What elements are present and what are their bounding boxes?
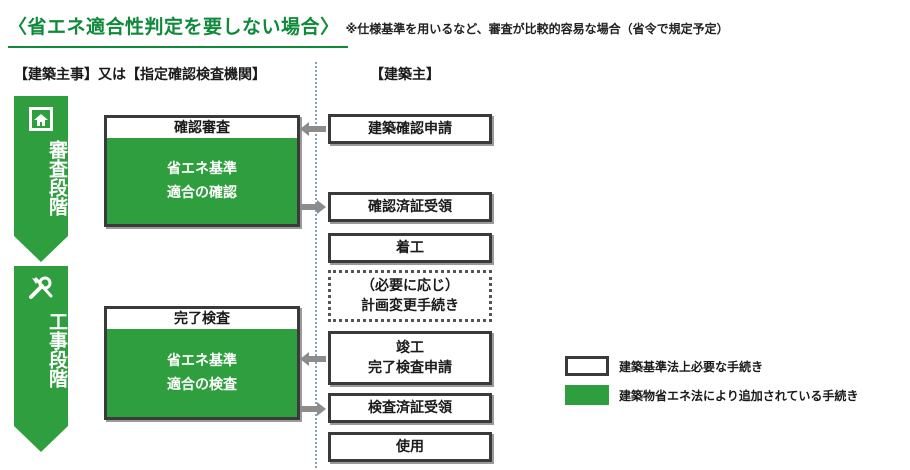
title-bracket-open: 〈: [8, 16, 28, 38]
step-plan-change-line1: （必要に応じ）: [361, 278, 459, 294]
step-apply-confirmation: 建築確認申請: [328, 114, 492, 144]
legend-energy-law: 建築物省エネ法により追加されている手続き: [565, 385, 858, 405]
arrow-review-to-certificate: [300, 200, 326, 214]
energy-standard-confirmation-line1: 省エネ基準: [167, 161, 237, 177]
diagram-title: 〈省エネ適合性判定を要しない場合〉 ※仕様基準を用いるなど、審査が比較的容易な場合…: [8, 12, 729, 39]
step-completion-line1: 竣工: [396, 340, 424, 356]
column-divider: [315, 62, 317, 468]
step-start-construction: 着工: [328, 233, 492, 263]
phase-review-label-text: 審査段階: [46, 140, 68, 216]
completion-inspection-box: 完了検査 省エネ基準 適合の検査: [104, 306, 300, 420]
confirmation-review-box: 確認審査 省エネ基準 適合の確認: [104, 115, 300, 227]
phase-construction-bar: [14, 266, 68, 426]
house-icon: [28, 106, 54, 132]
arrow-application-to-review: [300, 122, 326, 136]
arrow-completion-to-inspection: [300, 352, 326, 366]
phase-construction-arrow-tip: [14, 426, 68, 452]
energy-standard-inspection: 省エネ基準 適合の検査: [107, 329, 297, 417]
step-receive-certificate: 確認済証受領: [328, 192, 492, 222]
step-receive-inspection-text: 検査済証受領: [368, 400, 452, 416]
legend-building-standards: 建築基準法上必要な手続き: [565, 356, 763, 376]
step-use-text: 使用: [396, 439, 424, 455]
confirmation-review-head: 確認審査: [107, 118, 297, 138]
legend-building-standards-text: 建築基準法上必要な手続き: [619, 359, 764, 374]
title-bracket-close: 〉: [320, 16, 340, 38]
phase-review-arrow-tip: [14, 236, 68, 262]
phase-construction-label: 工事段階: [14, 312, 68, 422]
phase-construction-label-text: 工事段階: [46, 312, 68, 388]
phase-construction: 工事段階: [14, 266, 68, 452]
phase-review: 審査段階: [14, 96, 68, 262]
title-underline: [8, 46, 348, 48]
energy-standard-confirmation: 省エネ基準 適合の確認: [107, 138, 297, 224]
authority-column-header: 【建築主事】又は【指定確認検査機関】: [14, 67, 266, 83]
step-plan-change-line2: 計画変更手続き: [361, 298, 459, 314]
step-plan-change: （必要に応じ） 計画変更手続き: [328, 270, 492, 322]
arrow-inspection-to-certificate: [300, 402, 326, 416]
phase-review-label: 審査段階: [14, 140, 68, 232]
title-main: 〈省エネ適合性判定を要しない場合〉: [8, 16, 340, 38]
step-receive-certificate-text: 確認済証受領: [368, 199, 452, 215]
energy-standard-inspection-line1: 省エネ基準: [167, 353, 237, 369]
title-note: ※仕様基準を用いるなど、審査が比較的容易な場合（省令で規定予定）: [345, 22, 729, 36]
step-completion-line2: 完了検査申請: [368, 360, 452, 376]
legend-green-swatch: [565, 385, 609, 405]
step-use: 使用: [328, 432, 492, 462]
legend-white-swatch: [565, 356, 609, 376]
step-apply-confirmation-text: 建築確認申請: [368, 121, 452, 137]
owner-column-header: 【建築主】: [370, 67, 440, 83]
step-receive-inspection: 検査済証受領: [328, 393, 492, 423]
energy-standard-confirmation-line2: 適合の確認: [167, 185, 237, 201]
step-start-construction-text: 着工: [396, 240, 424, 256]
title-emphasis: 要しない: [203, 16, 282, 38]
legend-energy-law-text: 建築物省エネ法により追加されている手続き: [619, 388, 859, 403]
completion-inspection-head: 完了検査: [107, 309, 297, 329]
tools-icon: [28, 276, 54, 302]
title-part2: 場合: [281, 16, 321, 38]
step-completion-application: 竣工 完了検査申請: [328, 331, 492, 385]
title-part1: 省エネ適合性判定を: [27, 16, 204, 38]
energy-standard-inspection-line2: 適合の検査: [167, 377, 237, 393]
